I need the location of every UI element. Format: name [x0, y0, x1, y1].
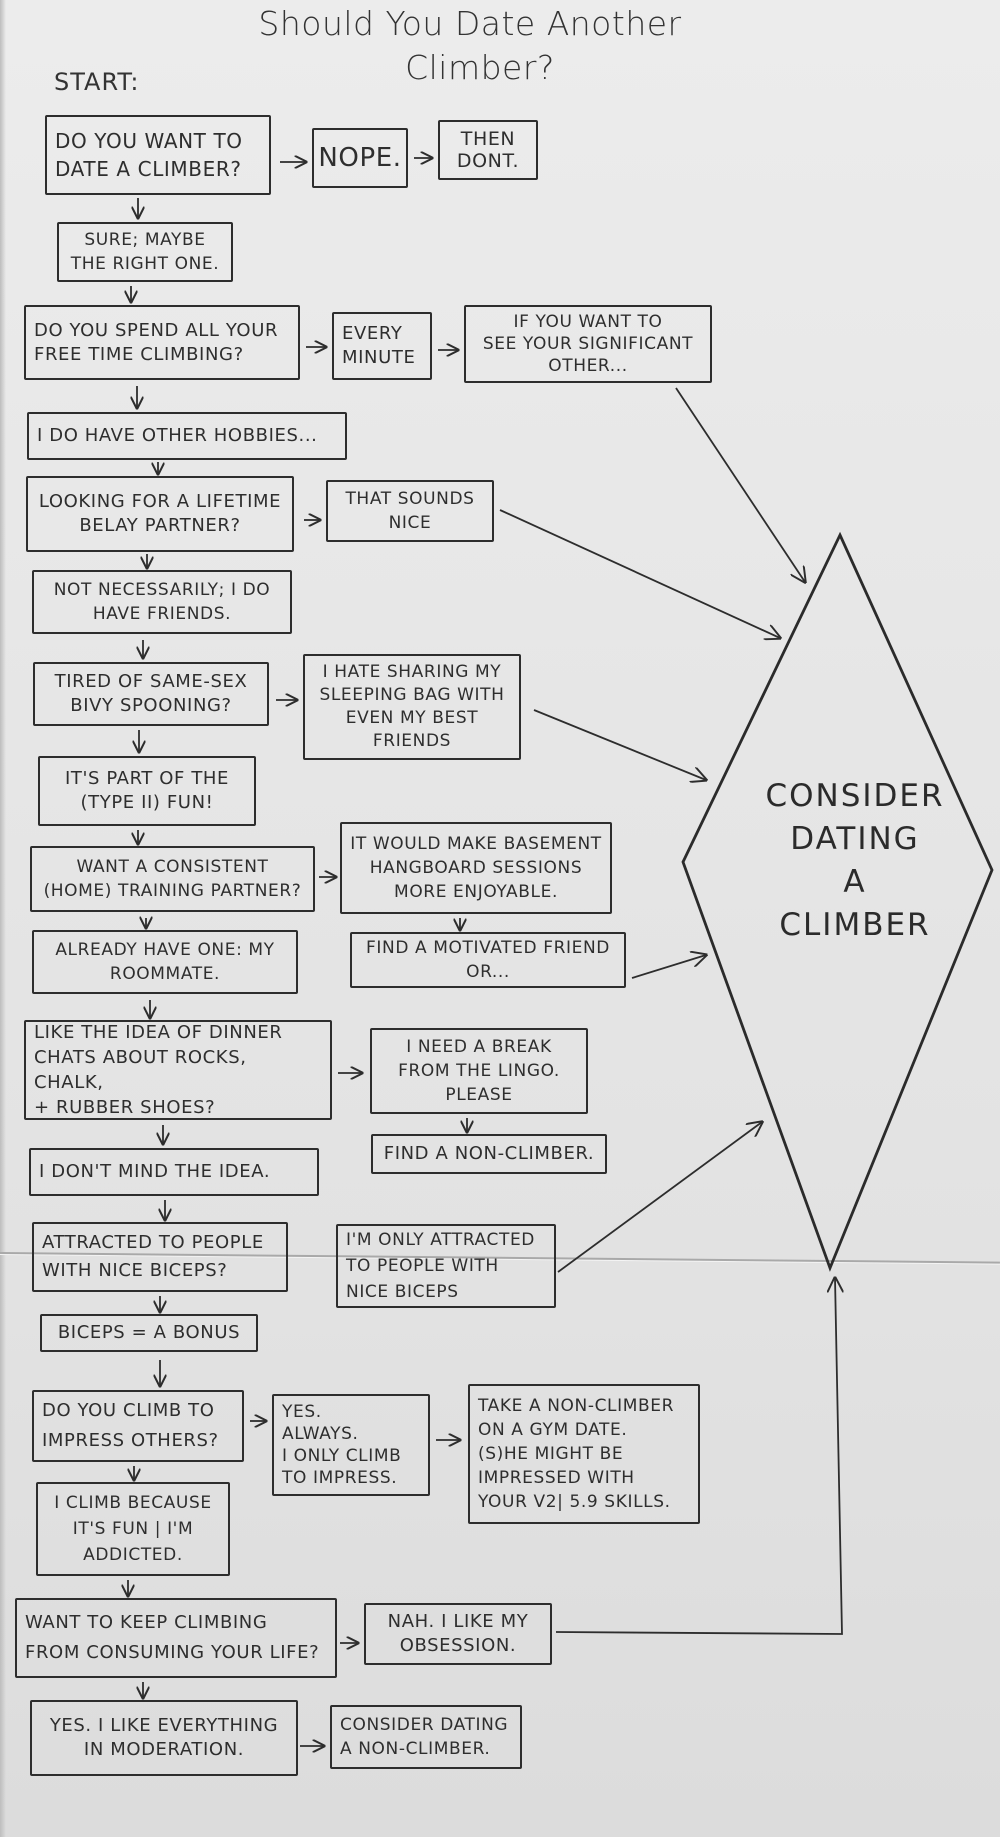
arrow-significant-other-to-diamond [675, 387, 805, 582]
node-do-you-want-to-date-a-climber: DO YOU WANT TO DATE A CLIMBER? [45, 115, 271, 195]
node-type-two-fun: IT'S PART OF THE (TYPE II) FUN! [38, 756, 256, 826]
node-attracted-nice-biceps: ATTRACTED TO PEOPLE WITH NICE BICEPS? [32, 1222, 288, 1292]
chart-title-line-1: Should You Date Another [258, 4, 682, 43]
node-lifetime-belay-partner: LOOKING FOR A LIFETIME BELAY PARTNER? [26, 476, 294, 552]
node-already-have-roommate: ALREADY HAVE ONE: MY ROOMMATE. [32, 930, 298, 994]
node-every-minute: EVERY MINUTE [332, 312, 432, 380]
node-climb-because-fun: I CLIMB BECAUSE IT'S FUN | I'M ADDICTED. [36, 1482, 230, 1576]
node-hate-sharing-sleeping-bag: I HATE SHARING MY SLEEPING BAG WITH EVEN… [303, 654, 521, 760]
node-other-hobbies: I DO HAVE OTHER HOBBIES... [27, 412, 347, 460]
node-nope: NOPE. [312, 128, 408, 188]
paper-edge-shadow [0, 0, 6, 1837]
node-consistent-training-partner: WANT A CONSISTENT (HOME) TRAINING PARTNE… [30, 846, 315, 912]
node-only-attracted-biceps: I'M ONLY ATTRACTED TO PEOPLE WITH NICE B… [336, 1224, 556, 1308]
node-basement-hangboard: IT WOULD MAKE BASEMENT HANGBOARD SESSION… [340, 822, 612, 914]
node-dont-mind-idea: I DON'T MIND THE IDEA. [29, 1148, 319, 1196]
node-nah-obsession: NAH. I LIKE MY OBSESSION. [364, 1603, 552, 1665]
node-biceps-bonus: BICEPS = A BONUS [40, 1314, 258, 1352]
start-label: START: [54, 68, 140, 96]
node-not-necessarily: NOT NECESSARILY; I DO HAVE FRIENDS. [32, 570, 292, 634]
node-need-a-break: I NEED A BREAK FROM THE LINGO. PLEASE [370, 1028, 588, 1114]
node-spend-all-free-time: DO YOU SPEND ALL YOUR FREE TIME CLIMBING… [24, 305, 300, 380]
node-everything-in-moderation: YES. I LIKE EVERYTHING IN MODERATION. [30, 1700, 298, 1776]
node-dinner-chats: LIKE THE IDEA OF DINNER CHATS ABOUT ROCK… [24, 1020, 332, 1120]
node-then-dont: THEN DONT. [438, 120, 538, 180]
node-consider-dating-non-climber: CONSIDER DATING A NON-CLIMBER. [330, 1705, 522, 1769]
node-find-motivated-friend: FIND A MOTIVATED FRIEND OR... [350, 932, 626, 988]
node-bivy-spooning: TIRED OF SAME-SEX BIVY SPOONING? [33, 662, 269, 726]
node-that-sounds-nice: THAT SOUNDS NICE [326, 480, 494, 542]
node-if-you-want-to-see: IF YOU WANT TO SEE YOUR SIGNIFICANT OTHE… [464, 305, 712, 383]
node-yes-always-impress: YES. ALWAYS. I ONLY CLIMB TO IMPRESS. [272, 1394, 430, 1496]
node-find-non-climber: FIND A NON-CLIMBER. [371, 1134, 607, 1174]
node-gym-date: TAKE A NON-CLIMBER ON A GYM DATE. (S)HE … [468, 1384, 700, 1524]
node-sure-maybe: SURE; MAYBE THE RIGHT ONE. [57, 222, 233, 282]
diamond-label: CONSIDER DATING A CLIMBER [765, 778, 945, 943]
node-keep-climbing-from-consuming: WANT TO KEEP CLIMBING FROM CONSUMING YOU… [15, 1598, 337, 1678]
node-climb-to-impress: DO YOU CLIMB TO IMPRESS OTHERS? [32, 1390, 244, 1462]
chart-title-line-2: Climber? [405, 48, 555, 87]
